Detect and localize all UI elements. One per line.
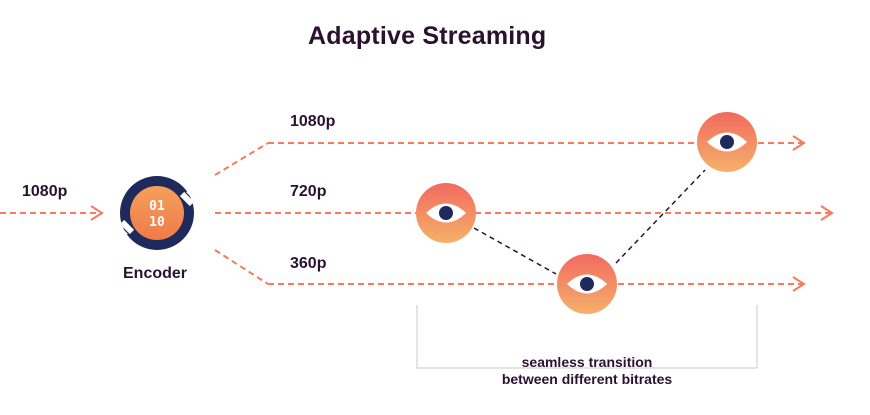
viewer-eye-icon-720p (416, 183, 476, 243)
caption-line-1: seamless transition (521, 354, 653, 370)
encoder-digits-top: 01 (149, 199, 165, 214)
encoder-digits-bottom: 10 (149, 215, 165, 230)
viewer-eye-icon-360p (557, 254, 617, 314)
diagram-title: Adaptive Streaming (308, 22, 547, 50)
input-resolution-label: 1080p (22, 183, 68, 200)
stream-label-720p: 720p (290, 183, 327, 200)
stream-line-720p (215, 205, 834, 221)
encoder-icon (114, 176, 200, 250)
stream-label-1080p: 1080p (290, 113, 336, 130)
encoder-label: Encoder (123, 265, 188, 282)
stream-line-360p (214, 249, 806, 292)
transition-caption: seamless transition between different bi… (467, 354, 707, 388)
viewer-eye-icon-1080p (697, 112, 757, 172)
caption-line-2: between different bitrates (501, 371, 673, 387)
stream-label-360p: 360p (290, 255, 327, 272)
caption-bracket (416, 305, 758, 369)
viewer-transition-path (473, 169, 706, 275)
input-stream-line (0, 205, 104, 221)
